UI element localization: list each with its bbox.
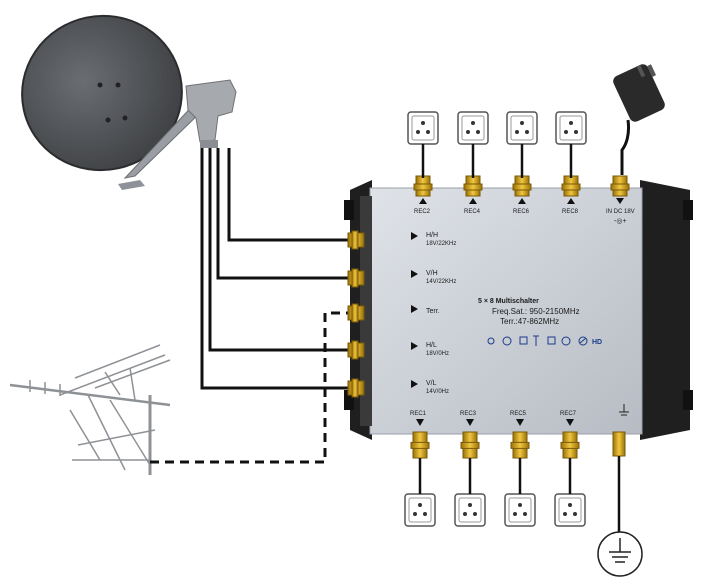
input-connectors <box>347 230 365 398</box>
wall-socket-icon <box>506 111 538 145</box>
terrestrial-antenna-icon <box>9 344 171 475</box>
receiver-cables <box>418 144 573 494</box>
multiswitch-title: 5 × 8 Multischalter <box>478 298 539 305</box>
power-polarity: -◎+ <box>614 218 627 225</box>
top-receiver-sockets <box>407 111 587 145</box>
input-sublabel: 18V/0Hz <box>426 351 449 357</box>
down-arrow-icon <box>566 419 574 426</box>
f-connector-icon <box>561 175 581 197</box>
svg-text:HD: HD <box>592 339 602 346</box>
freq-sat-label: Freq.Sat.: 950-2150MHz <box>492 307 580 316</box>
satellite-dish-icon <box>21 14 237 190</box>
f-connector-icon <box>610 175 630 197</box>
output-label: REC7 <box>560 411 577 417</box>
f-connector-icon <box>347 340 365 360</box>
input-arrow-icon <box>411 342 418 350</box>
f-connector-icon <box>410 431 430 459</box>
f-connector-icon <box>347 303 365 323</box>
input-sublabel: 14V/0Hz <box>426 389 449 395</box>
down-arrow-icon <box>466 419 474 426</box>
input-sublabel: 14V/22KHz <box>426 279 456 285</box>
down-arrow-icon <box>616 198 624 204</box>
down-arrow-icon <box>516 419 524 426</box>
input-label: Terr. <box>426 308 440 315</box>
f-connector-icon <box>510 431 530 459</box>
lnb-cables <box>200 148 352 390</box>
input-arrow-icon <box>411 305 418 313</box>
f-connector-icon <box>560 431 580 459</box>
bottom-receiver-sockets <box>404 493 586 527</box>
output-label: REC8 <box>562 209 579 215</box>
top-output-connectors <box>413 175 630 197</box>
terrestrial-cable <box>150 311 352 464</box>
f-connector-icon <box>512 175 532 197</box>
output-label: REC5 <box>510 411 527 417</box>
wall-socket-icon <box>554 493 586 527</box>
wall-socket-icon <box>504 493 536 527</box>
f-connector-icon <box>460 431 480 459</box>
f-connector-icon <box>413 175 433 197</box>
input-label: H/L <box>426 342 437 349</box>
input-arrow-icon <box>411 270 418 278</box>
down-arrow-icon <box>416 419 424 426</box>
ground-icon <box>597 531 643 577</box>
input-arrow-icon <box>411 232 418 240</box>
f-connector-icon <box>347 268 365 288</box>
output-label: REC1 <box>410 411 427 417</box>
top-output-labels: REC2 REC4 REC6 REC8 <box>414 198 624 215</box>
wall-socket-icon <box>555 111 587 145</box>
freq-terr-label: Terr.:47-862MHz <box>500 317 559 326</box>
wall-socket-icon <box>404 493 436 527</box>
f-connector-icon <box>347 378 365 398</box>
output-label: REC2 <box>414 209 431 215</box>
ground-terminal <box>612 431 626 538</box>
wall-socket-icon <box>454 493 486 527</box>
up-arrow-icon <box>469 198 477 204</box>
input-sublabel: 18V/22KHz <box>426 241 456 247</box>
f-connector-icon <box>347 230 365 250</box>
wall-socket-icon <box>457 111 489 145</box>
ground-symbol-on-device <box>619 404 629 416</box>
power-label: IN DC 18V <box>606 209 635 215</box>
input-label: H/H <box>426 232 438 239</box>
input-label: V/L <box>426 380 437 387</box>
bottom-output-connectors <box>410 431 580 459</box>
certification-icons: HD <box>487 335 602 346</box>
input-arrow-icon <box>411 380 418 388</box>
output-label: REC3 <box>460 411 477 417</box>
up-arrow-icon <box>567 198 575 204</box>
f-connector-icon <box>463 175 483 197</box>
power-adapter-icon <box>613 64 665 175</box>
wall-socket-icon <box>407 111 439 145</box>
output-label: REC6 <box>513 209 530 215</box>
bottom-output-labels: REC1 REC3 REC5 REC7 <box>410 411 577 426</box>
output-label: REC4 <box>464 209 481 215</box>
input-label: V/H <box>426 270 438 277</box>
up-arrow-icon <box>419 198 427 204</box>
up-arrow-icon <box>518 198 526 204</box>
